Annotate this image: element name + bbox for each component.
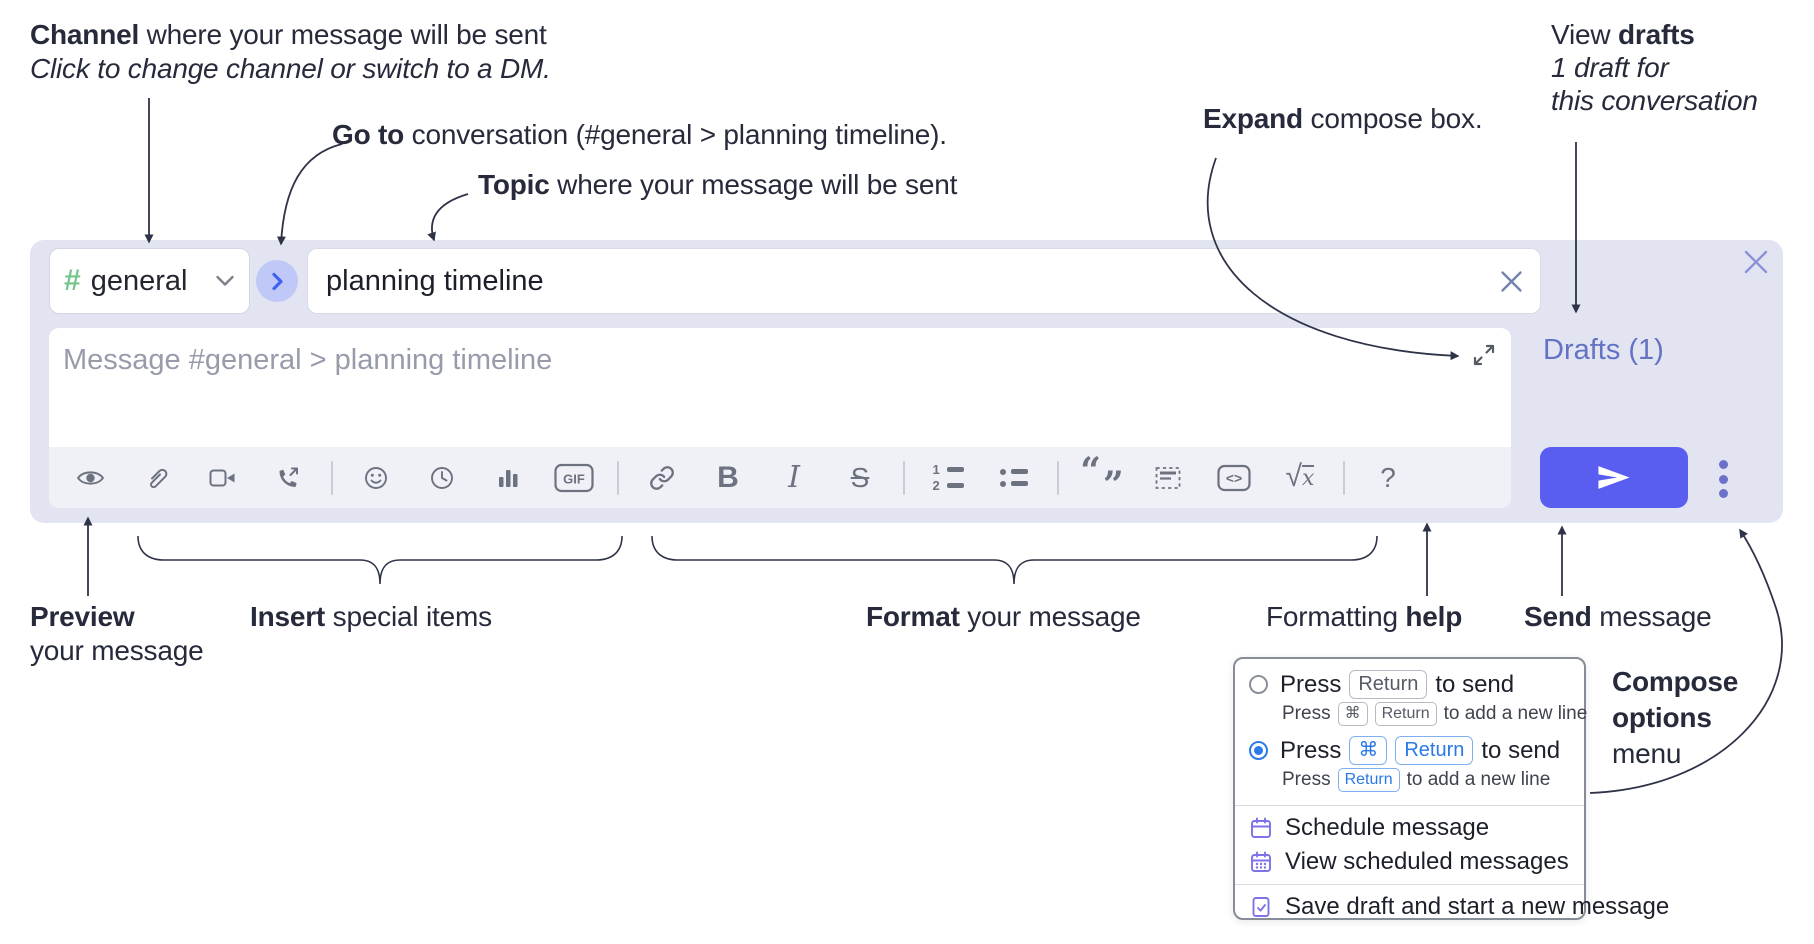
italic-icon[interactable]: I	[788, 460, 800, 495]
save-draft-item[interactable]: Save draft and start a new message	[1235, 890, 1669, 924]
strikethrough-icon[interactable]: S	[850, 461, 870, 493]
message-area: GIF B I S 1 2	[49, 328, 1511, 508]
toolbar-divider	[1343, 460, 1345, 495]
chevron-down-icon	[215, 275, 235, 287]
send-option-cmd-return-subtext: Press Return to add a new line	[1282, 768, 1551, 792]
spoiler-icon[interactable]	[1135, 455, 1201, 501]
cmd-keycap: ⌘	[1337, 702, 1368, 726]
view-scheduled-messages-item[interactable]: View scheduled messages	[1235, 845, 1584, 879]
return-keycap: Return	[1395, 736, 1474, 765]
radio-off-icon[interactable]	[1249, 675, 1268, 694]
return-keycap: Return	[1337, 768, 1400, 792]
return-keycap: Return	[1374, 702, 1437, 726]
poll-bar-chart-icon[interactable]	[475, 455, 541, 501]
quote-icon[interactable]: “”	[1080, 449, 1124, 506]
code-icon[interactable]: <>	[1201, 455, 1267, 501]
drafts-note: View drafts 1 draft for this conversatio…	[1551, 19, 1758, 116]
math-latex-icon[interactable]: √x	[1285, 460, 1315, 493]
preview-note: Preview your message	[30, 601, 204, 666]
format-note: Format your message	[866, 601, 1141, 632]
cmd-keycap: ⌘	[1349, 736, 1388, 765]
topic-field	[307, 248, 1541, 314]
message-formatting-help-icon[interactable]: ?	[1380, 461, 1396, 493]
channel-name: general	[90, 264, 188, 297]
drafts-link[interactable]: Drafts (1)	[1543, 334, 1664, 366]
goto-note: Go to conversation (#general > planning …	[332, 119, 947, 150]
video-call-icon[interactable]	[189, 455, 255, 501]
expand-note: Expand compose box.	[1203, 103, 1483, 134]
calendar-dots-icon	[1251, 851, 1271, 872]
return-keycap: Return	[1349, 670, 1428, 699]
attach-paperclip-icon[interactable]	[123, 455, 189, 501]
schedule-message-item[interactable]: Schedule message	[1235, 811, 1584, 845]
send-option-return-subtext: Press ⌘ Return to add a new line	[1282, 702, 1588, 726]
compose-toolbar: GIF B I S 1 2	[49, 447, 1511, 508]
compose-options-menu-button[interactable]	[1717, 460, 1729, 498]
emoji-icon[interactable]	[343, 455, 409, 501]
channel-hash-icon: #	[64, 264, 81, 297]
channel-note: Channel where your message will be sent …	[30, 19, 551, 84]
close-compose-icon[interactable]	[1742, 248, 1770, 276]
topic-note: Topic where your message will be sent	[478, 169, 958, 200]
radio-on-icon[interactable]	[1249, 741, 1268, 760]
bulleted-list-icon[interactable]	[981, 455, 1047, 501]
ellipsis-dot	[1718, 474, 1728, 484]
toolbar-divider	[617, 460, 619, 495]
save-draft-icon	[1252, 897, 1270, 917]
message-input[interactable]	[49, 328, 1511, 447]
menu-divider	[1235, 884, 1584, 885]
preview-eye-icon[interactable]	[57, 455, 123, 501]
svg-text:GIF: GIF	[563, 471, 585, 486]
go-to-conversation-button[interactable]	[256, 260, 298, 302]
chevron-right-icon	[271, 272, 284, 291]
gif-icon[interactable]: GIF	[541, 455, 607, 501]
send-note: Send message	[1524, 601, 1712, 632]
calendar-icon	[1251, 817, 1271, 838]
send-icon	[1596, 464, 1632, 491]
toolbar-divider	[331, 460, 333, 495]
voice-call-icon[interactable]	[255, 455, 321, 501]
svg-text:<>: <>	[1226, 470, 1242, 486]
insert-note: Insert special items	[250, 601, 492, 632]
numbered-list-icon[interactable]: 1 2	[915, 455, 981, 501]
ellipsis-dot	[1718, 460, 1728, 469]
expand-compose-icon[interactable]	[1471, 342, 1497, 368]
send-option-cmd-return[interactable]: Press ⌘ Return to send	[1235, 734, 1584, 767]
topic-input[interactable]	[308, 249, 1540, 313]
send-button[interactable]	[1540, 447, 1688, 508]
toolbar-divider	[903, 460, 905, 495]
toolbar-divider	[1057, 460, 1059, 495]
formatting-help-note: Formatting help	[1266, 601, 1463, 632]
menu-divider	[1235, 805, 1584, 806]
time-icon[interactable]	[409, 455, 475, 501]
compose-options-note: Compose options menu	[1612, 666, 1739, 769]
ellipsis-dot	[1718, 489, 1728, 498]
compose-options-menu: Press Return to send Press ⌘ Return to a…	[1233, 657, 1669, 920]
link-icon[interactable]	[629, 455, 695, 501]
channel-selector[interactable]: # general	[49, 248, 250, 314]
compose-box: # general	[30, 240, 1783, 523]
bold-icon[interactable]: B	[717, 460, 739, 494]
clear-topic-icon[interactable]	[1499, 269, 1524, 294]
send-option-return[interactable]: Press Return to send	[1235, 668, 1584, 701]
